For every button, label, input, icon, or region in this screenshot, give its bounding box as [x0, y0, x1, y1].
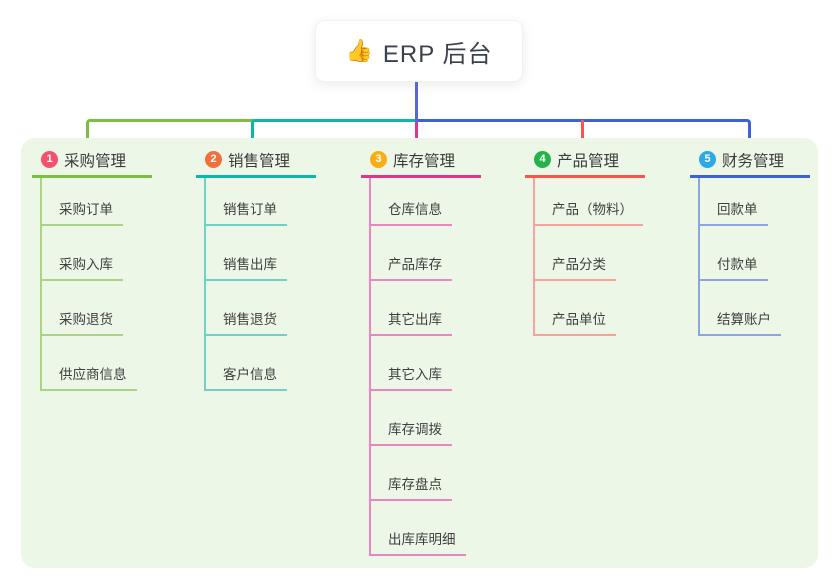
branch-children: 仓库信息 产品库存 其它出库 其它入库 库存调拨 库存盘点 出库库明细 [369, 178, 481, 556]
node-receipt-doc[interactable]: 回款单 [698, 178, 768, 226]
thumbs-up-icon: 👍 [345, 38, 373, 63]
node-product-unit[interactable]: 产品单位 [533, 281, 616, 336]
connector-branch-5 [417, 119, 751, 143]
branch-label: 产品管理 [557, 152, 620, 170]
branch-inventory: 3 库存管理 仓库信息 产品库存 其它出库 其它入库 库存调拨 库存盘点 出库库… [361, 144, 481, 556]
node-purchase-inbound[interactable]: 采购入库 [40, 226, 123, 281]
branch-children: 回款单 付款单 结算账户 [698, 178, 810, 336]
connector-root [415, 82, 418, 122]
node-settlement-account[interactable]: 结算账户 [698, 281, 781, 336]
branch-children: 产品（物料） 产品分类 产品单位 [533, 178, 645, 336]
node-supplier-info[interactable]: 供应商信息 [40, 336, 137, 391]
branch-label: 采购管理 [64, 152, 127, 170]
branch-header-product[interactable]: 4 产品管理 [525, 144, 645, 178]
badge-2: 2 [205, 151, 222, 168]
node-purchase-return[interactable]: 采购退货 [40, 281, 123, 336]
connector-branch-4 [581, 120, 584, 143]
node-payment-doc[interactable]: 付款单 [698, 226, 768, 281]
node-purchase-order[interactable]: 采购订单 [40, 178, 123, 226]
branch-header-inventory[interactable]: 3 库存管理 [361, 144, 481, 178]
root-node-erp[interactable]: 👍 ERP 后台 [315, 20, 523, 82]
node-stock-count[interactable]: 库存盘点 [369, 446, 452, 501]
badge-4: 4 [534, 151, 551, 168]
node-other-inbound[interactable]: 其它入库 [369, 336, 452, 391]
branch-label: 财务管理 [722, 152, 785, 170]
branch-header-sales[interactable]: 2 销售管理 [196, 144, 316, 178]
branch-sales: 2 销售管理 销售订单 销售出库 销售退货 客户信息 [196, 144, 316, 391]
node-sales-outbound[interactable]: 销售出库 [204, 226, 287, 281]
node-product-material[interactable]: 产品（物料） [533, 178, 643, 226]
badge-3: 3 [370, 151, 387, 168]
node-other-outbound[interactable]: 其它出库 [369, 281, 452, 336]
branch-product: 4 产品管理 产品（物料） 产品分类 产品单位 [525, 144, 645, 336]
node-sales-return[interactable]: 销售退货 [204, 281, 287, 336]
node-stock-transfer[interactable]: 库存调拨 [369, 391, 452, 446]
node-sales-order[interactable]: 销售订单 [204, 178, 287, 226]
branch-header-purchase[interactable]: 1 采购管理 [32, 144, 152, 178]
branch-label: 销售管理 [228, 152, 291, 170]
mindmap-panel [21, 138, 818, 568]
badge-1: 1 [41, 151, 58, 168]
badge-5: 5 [699, 151, 716, 168]
connector-branch-3 [415, 119, 418, 143]
node-customer-info[interactable]: 客户信息 [204, 336, 287, 391]
node-product-category[interactable]: 产品分类 [533, 226, 616, 281]
branch-children: 销售订单 销售出库 销售退货 客户信息 [204, 178, 316, 391]
branch-children: 采购订单 采购入库 采购退货 供应商信息 [40, 178, 152, 391]
node-product-stock[interactable]: 产品库存 [369, 226, 452, 281]
root-title: ERP 后台 [382, 40, 493, 68]
connector-branch-2 [251, 119, 417, 143]
node-outbound-detail[interactable]: 出库库明细 [369, 501, 466, 556]
branch-finance: 5 财务管理 回款单 付款单 结算账户 [690, 144, 810, 336]
branch-label: 库存管理 [393, 152, 456, 170]
node-warehouse-info[interactable]: 仓库信息 [369, 178, 452, 226]
branch-purchase: 1 采购管理 采购订单 采购入库 采购退货 供应商信息 [32, 144, 152, 391]
branch-header-finance[interactable]: 5 财务管理 [690, 144, 810, 178]
